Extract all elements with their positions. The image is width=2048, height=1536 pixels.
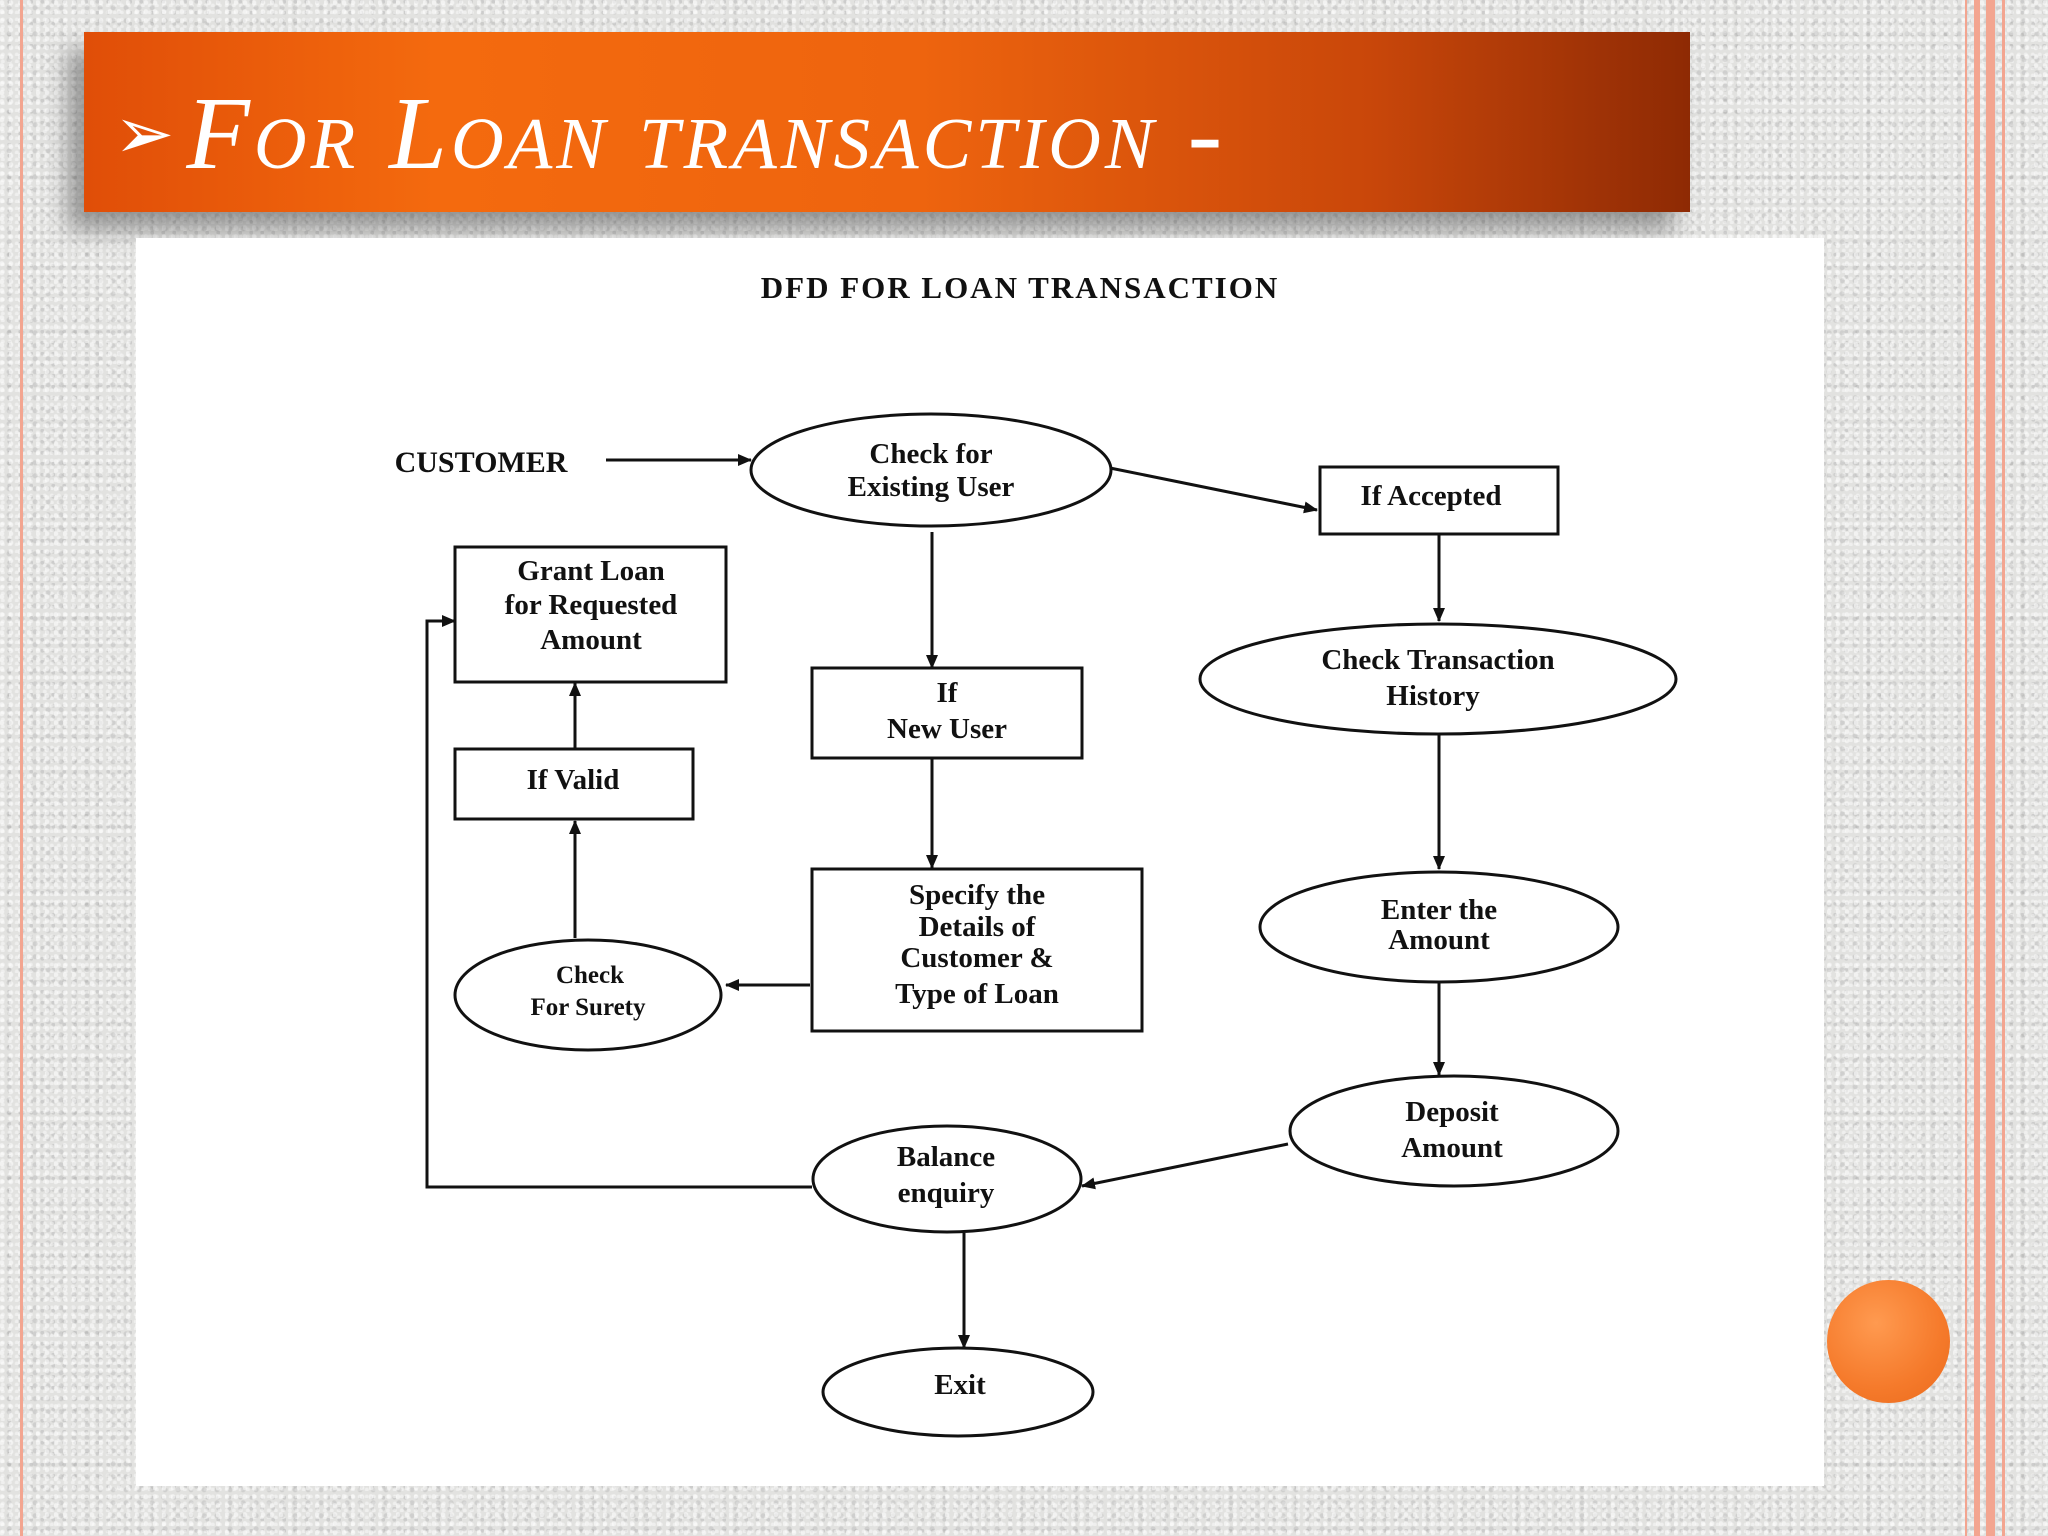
node-balance-enquiry-shape bbox=[811, 1124, 1083, 1234]
node-grant-loan-line-3: Amount bbox=[540, 624, 642, 656]
frame-line-right-4 bbox=[2002, 0, 2005, 1536]
node-deposit-amount-line-2: Amount bbox=[1401, 1132, 1503, 1164]
node-check-transaction-history-shape bbox=[1198, 622, 1678, 736]
node-enter-amount-line-1: Enter the bbox=[1381, 894, 1497, 926]
edge-balance-enquiry-to-grant-loan bbox=[425, 615, 812, 1189]
node-exit-shape bbox=[821, 1346, 1095, 1438]
node-grant-loan-shape bbox=[453, 545, 728, 684]
node-enter-amount-line-2: Amount bbox=[1388, 924, 1490, 956]
node-deposit-amount-line-1: Deposit bbox=[1405, 1096, 1499, 1128]
node-specify-details-line-2: Details of bbox=[919, 911, 1036, 943]
node-specify-details-line-3: Customer & bbox=[900, 942, 1053, 974]
arrow-bullet-icon: ➢ bbox=[114, 94, 179, 174]
node-specify-details-line-4: Type of Loan bbox=[895, 978, 1059, 1010]
node-if-valid-line-1: If Valid bbox=[527, 764, 620, 796]
node-if-accepted-shape bbox=[1318, 465, 1560, 536]
node-check-surety-line-1: Check bbox=[556, 962, 624, 989]
slide-title: ➢For Loan transaction - bbox=[114, 74, 1226, 194]
node-if-accepted-line-1: If Accepted bbox=[1361, 480, 1502, 512]
node-specify-details-shape bbox=[810, 867, 1144, 1033]
frame-line-right-3 bbox=[1986, 0, 1995, 1536]
node-check-existing-user-line-2: Existing User bbox=[848, 471, 1015, 503]
frame-line-left bbox=[20, 0, 23, 1536]
node-if-valid-shape bbox=[453, 747, 695, 821]
node-deposit-amount-shape bbox=[1288, 1074, 1620, 1188]
node-grant-loan-line-1: Grant Loan bbox=[517, 555, 664, 587]
diagram-title: DFD FOR LOAN TRANSACTION bbox=[761, 270, 1280, 305]
edge-deposit-to-balance-enquiry bbox=[1081, 1142, 1289, 1190]
node-check-transaction-history-line-2: History bbox=[1386, 680, 1480, 712]
node-specify-details-line-1: Specify the bbox=[909, 879, 1045, 911]
node-check-existing-user-shape bbox=[749, 412, 1113, 528]
node-check-transaction-history-line-1: Check Transaction bbox=[1321, 644, 1554, 676]
node-if-new-user-line-1: If bbox=[937, 677, 958, 709]
title-banner bbox=[84, 32, 1690, 212]
node-if-new-user-line-2: New User bbox=[887, 713, 1007, 745]
customer-entity: CUSTOMER bbox=[395, 446, 568, 479]
node-balance-enquiry-line-2: enquiry bbox=[898, 1177, 995, 1209]
node-balance-enquiry-line-1: Balance bbox=[897, 1141, 995, 1173]
edge-check-existing-to-if-accepted bbox=[1109, 466, 1318, 514]
node-exit-line-1: Exit bbox=[934, 1369, 986, 1401]
frame-line-right-1 bbox=[1965, 0, 1967, 1536]
decorative-orange-circle bbox=[1827, 1280, 1950, 1403]
node-check-surety-shape bbox=[453, 938, 723, 1052]
node-grant-loan-line-2: for Requested bbox=[505, 589, 678, 621]
node-check-surety-line-2: For Surety bbox=[530, 994, 646, 1021]
frame-line-right-2 bbox=[1974, 0, 1980, 1536]
slide-title-text: For Loan transaction - bbox=[186, 76, 1227, 191]
node-enter-amount-shape bbox=[1258, 870, 1620, 984]
node-if-new-user-shape bbox=[810, 666, 1084, 760]
node-check-existing-user-line-1: Check for bbox=[869, 438, 992, 470]
